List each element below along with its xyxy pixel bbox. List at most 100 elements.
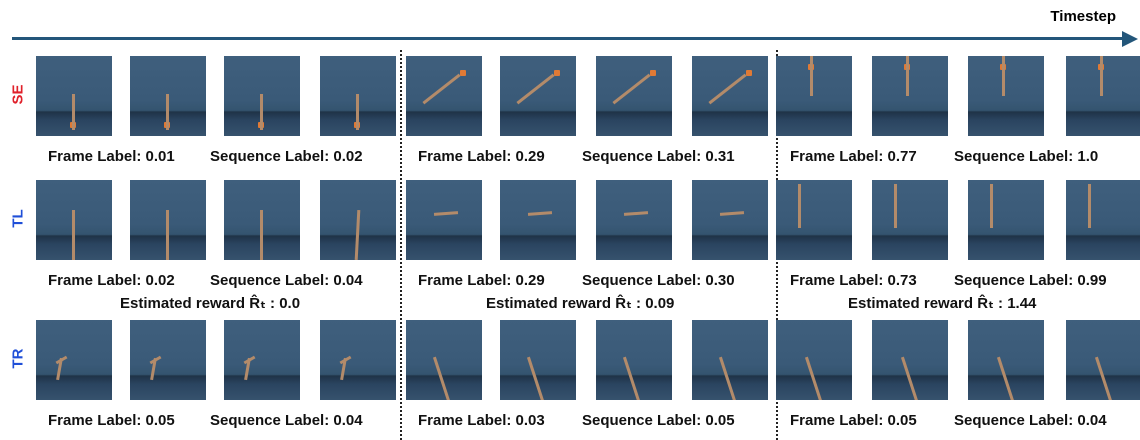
pole-shape (810, 56, 813, 96)
pole-shape (623, 211, 649, 216)
frame-thumbnail (224, 56, 300, 136)
frame-label: Frame Label: 0.29 (418, 148, 545, 165)
pole-shape (708, 73, 747, 105)
pole-shape (906, 56, 909, 96)
sequence-label: Sequence Label: 1.0 (954, 148, 1099, 165)
pole-shape (900, 356, 919, 400)
frame-thumbnail (692, 180, 768, 260)
frame-thumbnail (776, 320, 852, 400)
sequence-label: Sequence Label: 0.04 (210, 412, 363, 429)
row-label-tl: TL (9, 209, 27, 228)
frame-thumbnail (872, 56, 948, 136)
frame-thumbnail (36, 180, 112, 260)
frame-thumbnail (692, 56, 768, 136)
pole-shape (166, 210, 169, 260)
frame-thumbnail (320, 56, 396, 136)
sequence-label: Sequence Label: 0.02 (210, 148, 363, 165)
sequence-label: Sequence Label: 0.99 (954, 272, 1107, 289)
pole-shape (1002, 56, 1005, 96)
sequence-label: Sequence Label: 0.31 (582, 148, 735, 165)
frame-thumbnail (500, 180, 576, 260)
frame-thumbnail (1066, 320, 1140, 400)
pole-shape (432, 356, 451, 400)
estimated-reward: Estimated reward R̂ₜ : 0.09 (486, 295, 675, 312)
pole-tip-marker (554, 70, 560, 76)
row-label-se: SE (9, 84, 27, 105)
frame-label: Frame Label: 0.77 (790, 148, 917, 165)
row-label-tr: TR (9, 348, 27, 369)
frame-thumbnail (596, 56, 672, 136)
frame-thumbnail (224, 320, 300, 400)
pole-shape (719, 211, 745, 216)
pole-shape (1094, 356, 1113, 400)
frame-thumbnail (1066, 56, 1140, 136)
pole-shape (798, 184, 801, 228)
pole-shape (612, 73, 651, 105)
pole-shape (526, 356, 545, 400)
pole-shape (1100, 56, 1103, 96)
frame-thumbnail (406, 320, 482, 400)
pole-shape (433, 211, 459, 216)
frame-thumbnail (500, 56, 576, 136)
frame-label: Frame Label: 0.05 (48, 412, 175, 429)
frame-thumbnail (500, 320, 576, 400)
sequence-label: Sequence Label: 0.05 (582, 412, 735, 429)
pole-tip-marker (746, 70, 752, 76)
timestep-label: Timestep (1050, 8, 1116, 25)
frame-thumbnail (36, 56, 112, 136)
frame-thumbnail (406, 56, 482, 136)
frame-thumbnail (872, 180, 948, 260)
estimated-reward: Estimated reward R̂ₜ : 1.44 (848, 295, 1037, 312)
frame-thumbnail (320, 180, 396, 260)
pole-shape (996, 356, 1015, 400)
frame-thumbnail (596, 320, 672, 400)
frame-thumbnail (596, 180, 672, 260)
pole-shape (260, 210, 263, 260)
frame-thumbnail (320, 320, 396, 400)
pole-shape (354, 209, 361, 260)
frame-thumbnail (968, 180, 1044, 260)
pole-shape (422, 73, 461, 105)
pole-shape (527, 211, 553, 216)
frame-thumbnail (224, 180, 300, 260)
sequence-label: Sequence Label: 0.04 (954, 412, 1107, 429)
frame-thumbnail (130, 180, 206, 260)
frame-thumbnail (968, 320, 1044, 400)
frame-label: Frame Label: 0.73 (790, 272, 917, 289)
frame-thumbnail (130, 56, 206, 136)
pole-shape (356, 94, 359, 130)
frame-thumbnail (1066, 180, 1140, 260)
pole-shape (990, 184, 993, 228)
pole-shape (718, 356, 737, 400)
frame-thumbnail (776, 56, 852, 136)
timestep-axis-line (12, 37, 1124, 40)
pole-shape (1088, 184, 1091, 228)
frame-label: Frame Label: 0.03 (418, 412, 545, 429)
frame-thumbnail (776, 180, 852, 260)
timestep-arrow-icon (1122, 31, 1138, 47)
sequence-label: Sequence Label: 0.30 (582, 272, 735, 289)
pole-shape (804, 356, 823, 400)
frame-label: Frame Label: 0.01 (48, 148, 175, 165)
frame-label: Frame Label: 0.02 (48, 272, 175, 289)
pole-shape (72, 210, 75, 260)
frame-thumbnail (692, 320, 768, 400)
group-divider (400, 50, 402, 440)
pole-tip-marker (650, 70, 656, 76)
frame-thumbnail (130, 320, 206, 400)
pole-shape (166, 94, 169, 130)
frame-label: Frame Label: 0.05 (790, 412, 917, 429)
sequence-label: Sequence Label: 0.04 (210, 272, 363, 289)
frame-thumbnail (968, 56, 1044, 136)
pole-tip-marker (460, 70, 466, 76)
frame-label: Frame Label: 0.29 (418, 272, 545, 289)
pole-shape (894, 184, 897, 228)
frame-thumbnail (406, 180, 482, 260)
pole-shape (622, 356, 641, 400)
pole-shape (516, 73, 555, 105)
pole-shape (72, 94, 75, 130)
estimated-reward: Estimated reward R̂ₜ : 0.0 (120, 295, 301, 312)
pole-shape (260, 94, 263, 130)
frame-thumbnail (872, 320, 948, 400)
